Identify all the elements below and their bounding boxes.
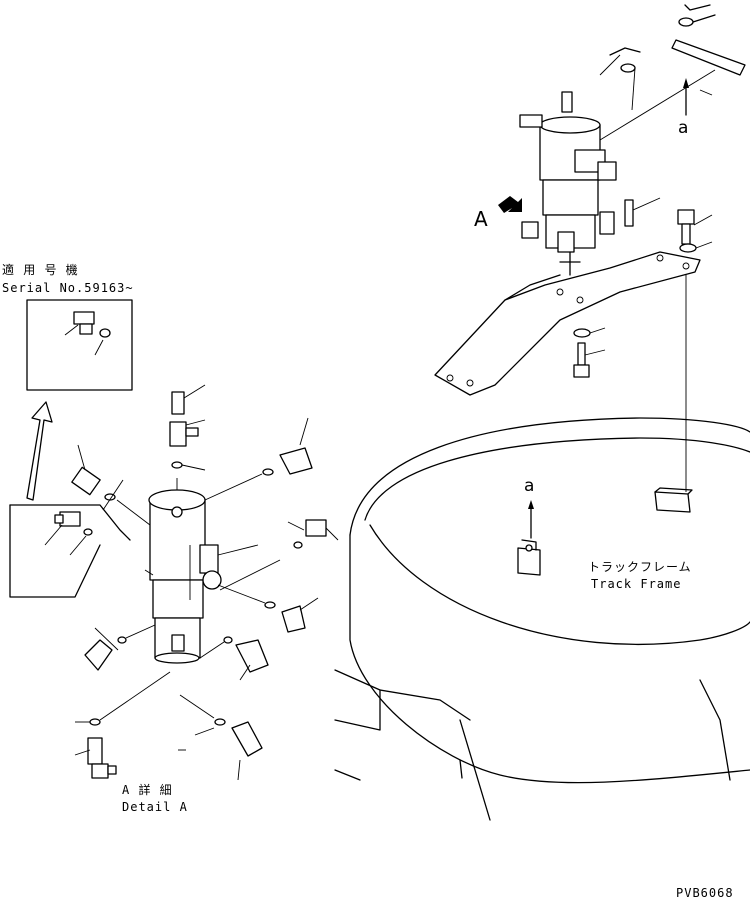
detail-fittings-right <box>199 417 339 681</box>
track-frame-label-jp: トラックフレーム <box>588 560 692 574</box>
ref-a-label-frame: a <box>524 476 535 496</box>
track-frame-ring <box>334 417 750 821</box>
ref-arrow-frame <box>528 500 534 539</box>
bolt-right <box>624 197 713 253</box>
ref-a-label-top: a <box>678 118 689 138</box>
bolt-lower <box>573 327 606 378</box>
view-a-label: A <box>474 207 488 231</box>
track-frame-label-en: Track Frame <box>591 577 682 591</box>
detail-a-label-jp: A 詳 細 <box>122 783 173 797</box>
serial-detail-box <box>26 299 133 391</box>
drawing-code: PVB6068 <box>676 886 734 900</box>
arrow-up-serial <box>26 401 53 501</box>
mounting-plate <box>434 251 701 396</box>
detail-elbows-left <box>71 444 156 671</box>
detail-fittings-top <box>169 384 206 490</box>
detail-fittings-bottom <box>74 671 263 781</box>
detail-left-box <box>9 504 131 598</box>
serial-label-jp: 適 用 号 機 <box>2 263 79 277</box>
top-pin-and-plate <box>599 4 746 141</box>
small-bracket <box>517 539 541 576</box>
detail-a-label-en: Detail A <box>122 800 188 814</box>
view-a-arrow <box>498 196 522 213</box>
frame-mount-bracket <box>654 487 693 513</box>
detail-swivel-body <box>144 489 222 664</box>
swivel-joint-assembly <box>519 91 617 276</box>
serial-label-en: Serial No.59163~ <box>2 281 134 295</box>
